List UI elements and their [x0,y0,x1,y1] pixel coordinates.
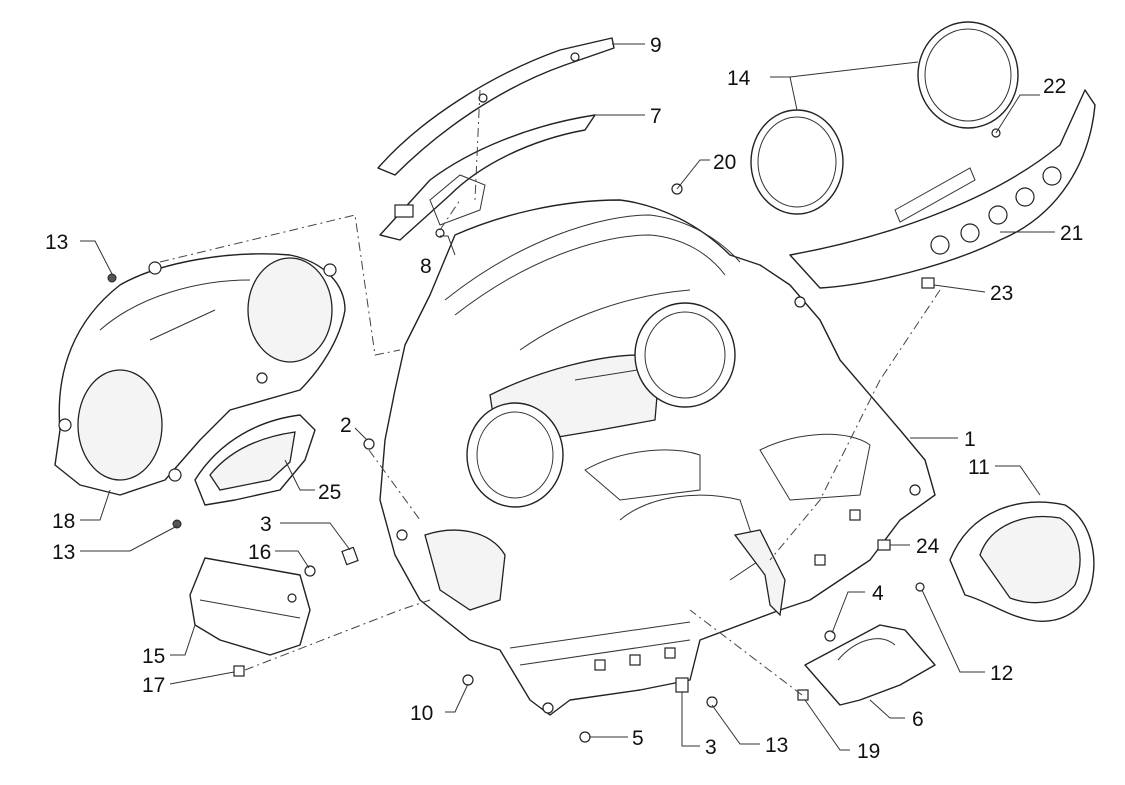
callout-11: 11 [968,456,990,479]
callout-13-left: 13 [52,541,75,564]
side-panel-15 [189,557,311,656]
display-unit-25 [194,414,316,506]
callout-18: 18 [52,510,75,533]
cluster-cover-18 [54,253,346,496]
upper-trim-7 [379,114,596,241]
callout-24: 24 [916,535,940,558]
assembly-lines [159,89,941,696]
callout-9: 9 [650,34,662,57]
gauge-lens-11 [949,501,1095,622]
callout-23: 23 [990,282,1013,305]
callout-17: 17 [142,674,165,697]
callout-2: 2 [340,414,352,437]
callout-13-top: 13 [45,231,68,254]
callout-8: 8 [420,255,432,278]
main-dashboard-housing [379,199,936,716]
callout-5: 5 [632,727,644,750]
callout-19: 19 [857,740,880,763]
callout-13-bottom: 13 [765,734,788,757]
callout-25: 25 [318,481,341,504]
leader-lines [80,43,1055,751]
callout-labels: 9 7 20 8 14 22 21 23 13 2 25 18 13 3 16 … [45,34,1083,763]
callout-3-bottom: 3 [705,736,717,759]
top-trim-9 [377,37,615,176]
callout-16: 16 [248,541,271,564]
hardware-items [107,128,1001,743]
callout-22: 22 [1043,75,1066,98]
callout-3-left: 3 [260,513,272,536]
lower-bracket-6 [804,624,936,706]
gauge-rings-14 [750,21,1019,215]
callout-21: 21 [1060,222,1083,245]
callout-20: 20 [713,151,736,174]
callout-4: 4 [872,582,884,605]
callout-12: 12 [990,662,1013,685]
callout-6: 6 [912,708,924,731]
callout-10: 10 [410,702,433,725]
callout-7: 7 [650,105,662,128]
callout-14: 14 [727,67,751,90]
switch-panel-21 [789,89,1096,289]
callout-15: 15 [142,645,165,668]
callout-1: 1 [964,428,976,451]
